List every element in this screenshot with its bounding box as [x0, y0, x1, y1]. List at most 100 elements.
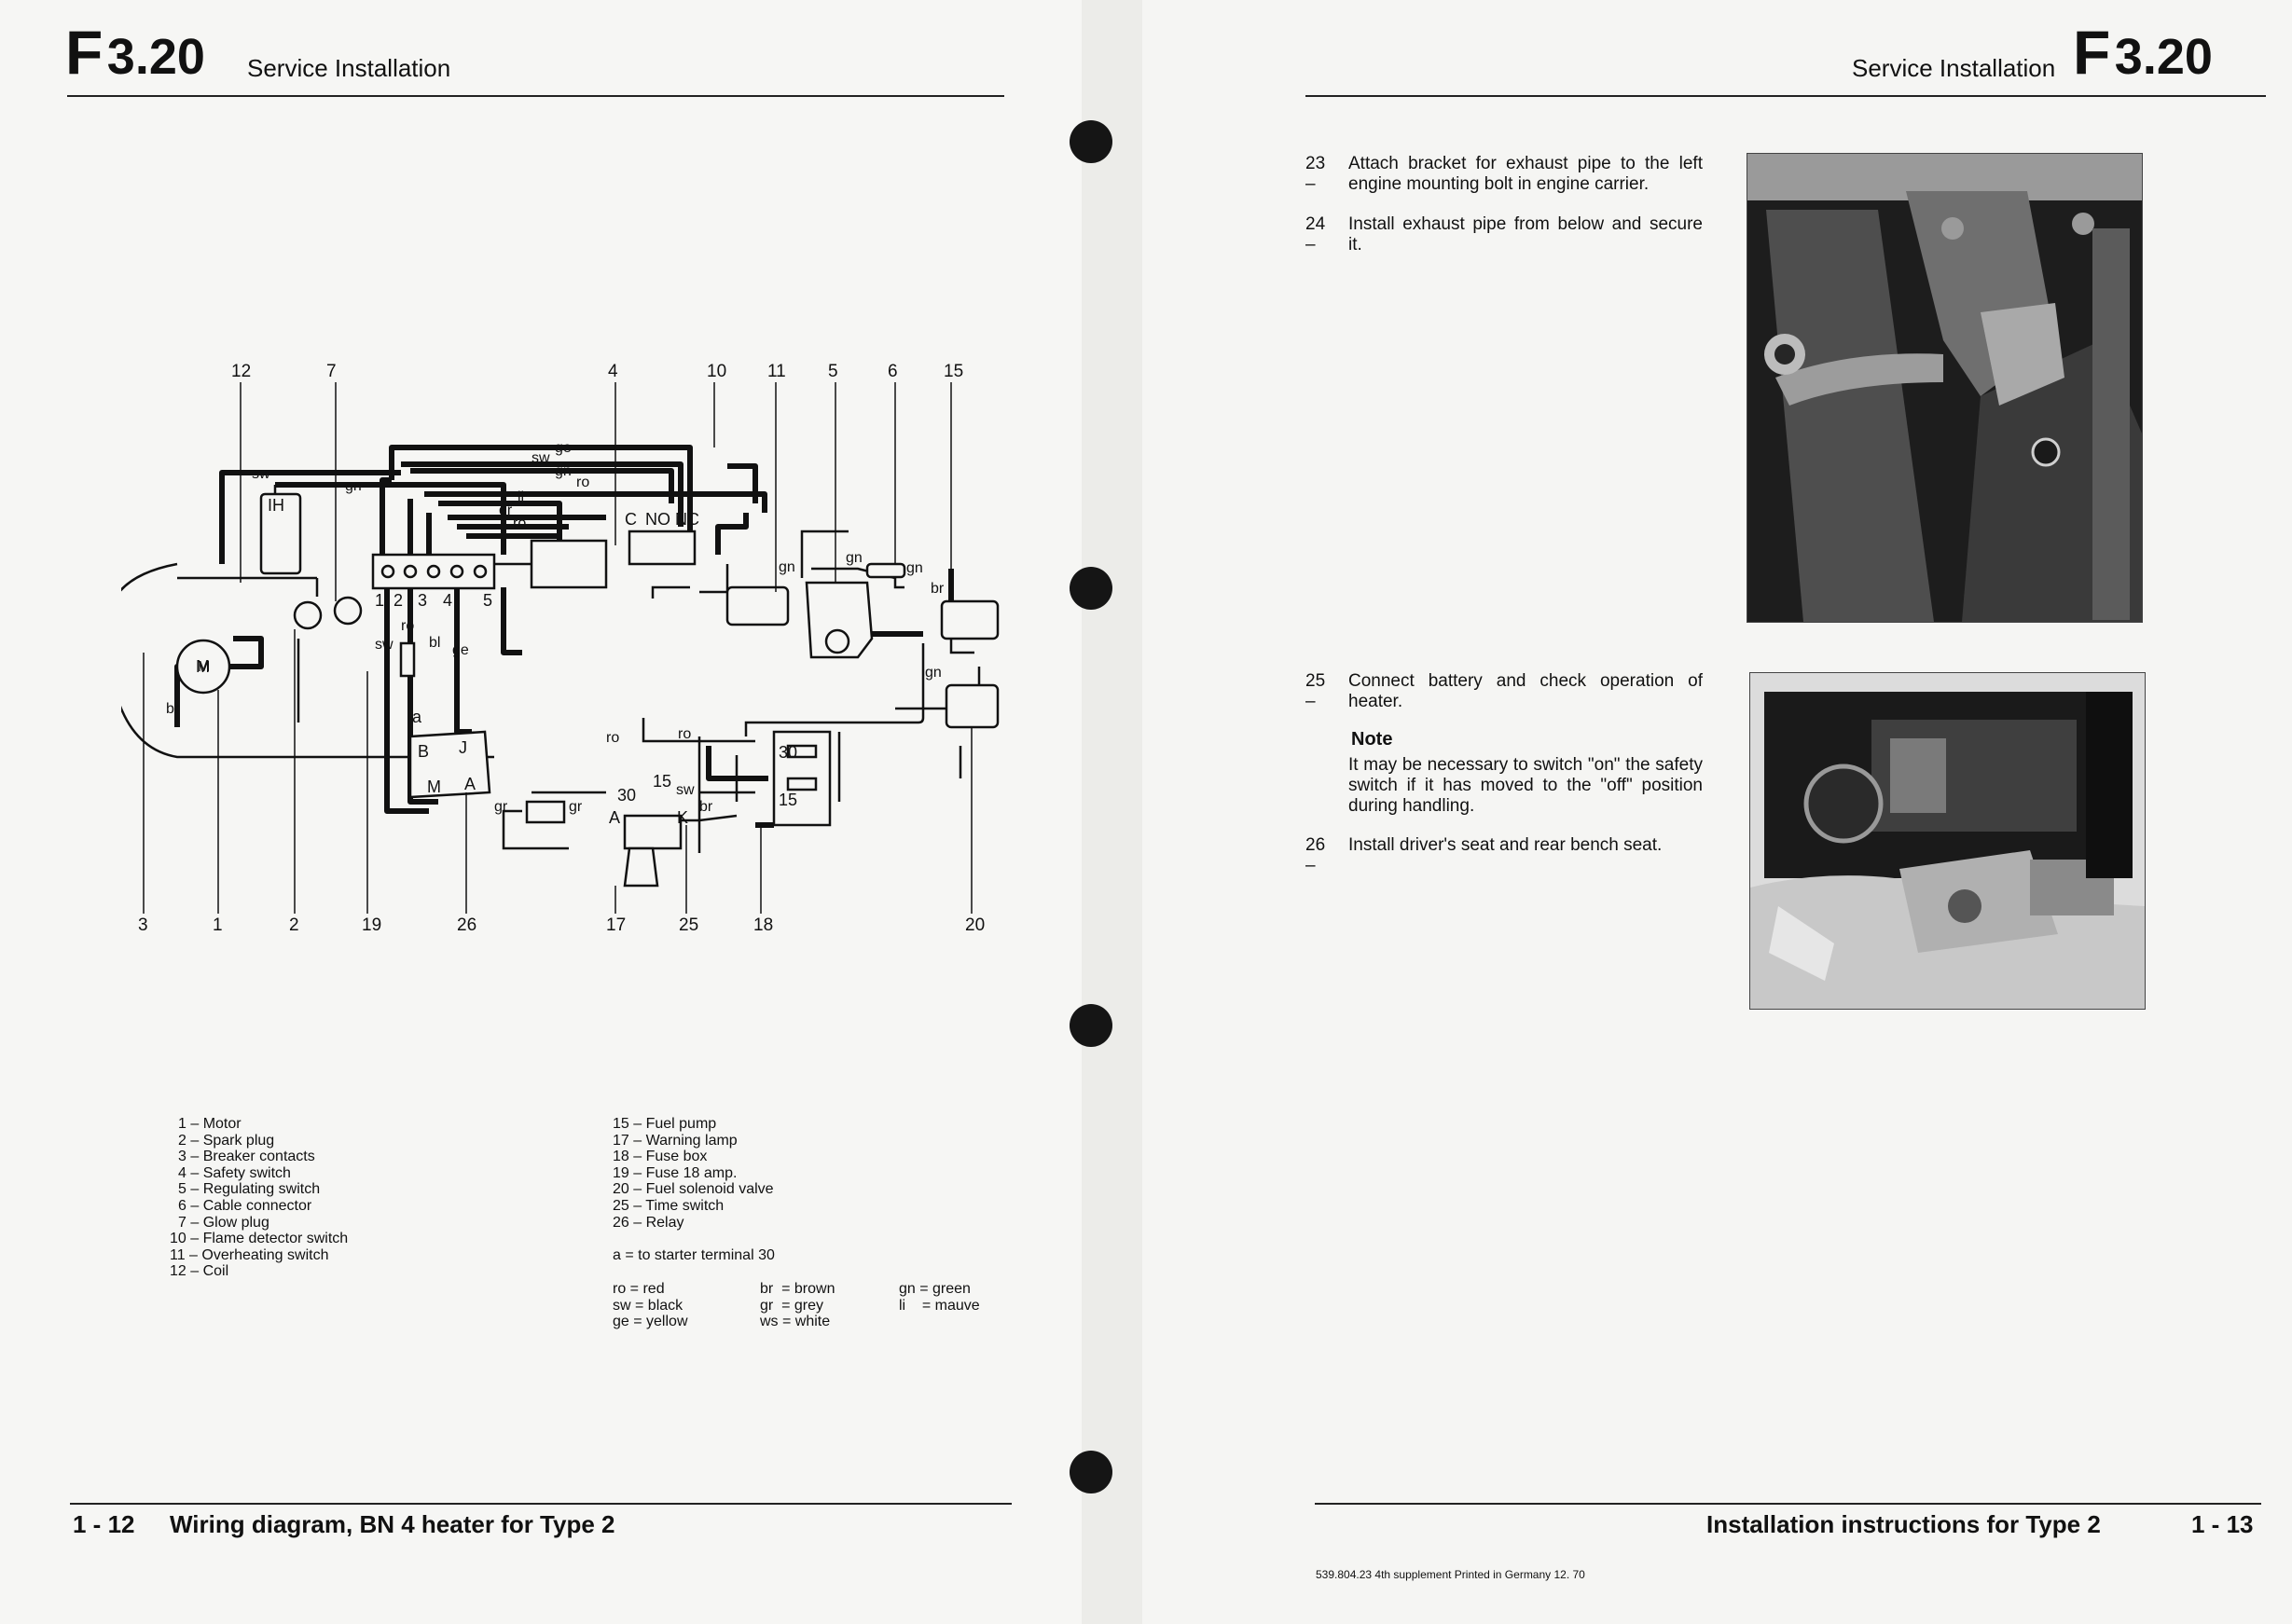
- wire-label: ro: [401, 618, 414, 634]
- color-key: li = mauve: [899, 1297, 980, 1314]
- wire-label: gr: [499, 502, 513, 518]
- component-number: 11: [767, 362, 786, 381]
- legend-item: 5 – Regulating switch: [178, 1181, 321, 1198]
- note-heading: Note: [1351, 729, 1393, 750]
- wire-label: sw: [532, 450, 550, 466]
- note-text: It may be necessary to switch "on" the s…: [1348, 755, 1703, 816]
- component-number: 5: [828, 362, 838, 381]
- legend-item: 6 – Cable connector: [178, 1197, 312, 1214]
- wire-label: sw: [375, 637, 394, 653]
- legend-list-left: 1 – Motor 2 – Spark plug 3 – Breaker con…: [170, 1116, 348, 1280]
- footer-rule: [70, 1503, 1012, 1505]
- component-numbers: 12 7 4 10 11 5 6 15 3 1 2 19 26 17 25 18…: [138, 362, 985, 935]
- wire-label: gn: [906, 560, 923, 576]
- wire-label: br: [931, 581, 945, 597]
- step-number: 25 –: [1305, 671, 1326, 711]
- component-number: 2: [289, 915, 299, 935]
- legend-list-right: 15 – Fuel pump 17 – Warning lamp 18 – Fu…: [613, 1116, 774, 1231]
- step-text: Install driver's seat and rear bench sea…: [1348, 835, 1663, 855]
- terminal-label: 15: [653, 772, 671, 791]
- terminal-label: C: [625, 510, 637, 529]
- color-key: br = brown: [760, 1281, 835, 1297]
- terminal-label: 5: [483, 591, 492, 610]
- step-number: 23 –: [1305, 154, 1326, 194]
- leader-lines: [143, 382, 973, 914]
- legend-item: 2 – Spark plug: [178, 1132, 275, 1149]
- terminal-label: M: [427, 778, 441, 796]
- wire-label: gn: [779, 559, 795, 575]
- left-page: F 3.20 Service Installation: [0, 0, 1082, 1624]
- component-number: 7: [326, 362, 337, 381]
- wire-label: ro: [606, 730, 619, 746]
- binder-hole: [1070, 1004, 1112, 1047]
- terminal-label: A: [464, 775, 476, 793]
- terminal-label: J: [459, 738, 467, 757]
- color-key-col-1: ro = red sw = black ge = yellow: [613, 1281, 688, 1330]
- section-letter: F: [2073, 18, 2111, 87]
- component-number: 15: [944, 362, 963, 381]
- component-number: 4: [608, 362, 618, 381]
- terminal-label: 1: [375, 591, 384, 610]
- wire-label: gr: [569, 799, 583, 815]
- legend-item: 12 – Coil: [170, 1263, 229, 1280]
- page-number: 1 - 12: [73, 1510, 135, 1538]
- wire-label: ro: [576, 475, 589, 490]
- header-rule: [67, 95, 1004, 97]
- legend-item: 17 – Warning lamp: [613, 1132, 738, 1149]
- step-text: Install exhaust pipe from below and secu…: [1348, 214, 1703, 255]
- terminal-label: a: [412, 708, 422, 726]
- legend-item: 19 – Fuse 18 amp.: [613, 1164, 738, 1181]
- terminal-label: NC: [675, 510, 699, 529]
- legend-item: 26 – Relay: [613, 1214, 684, 1231]
- wire-label: ro: [678, 726, 691, 742]
- photo-heater-installed: [1749, 672, 2146, 1010]
- wire-label: li: [518, 489, 524, 505]
- binder-hole: [1070, 567, 1112, 610]
- component-number: 19: [362, 915, 381, 935]
- legend-item: 11 – Overheating switch: [170, 1246, 329, 1263]
- terminal-label: 30: [617, 786, 636, 805]
- terminal-label: 30: [779, 743, 797, 762]
- color-key: gn = green: [899, 1281, 971, 1297]
- wire-label: br: [699, 799, 713, 815]
- component-number: 17: [606, 915, 626, 935]
- section-number: 3.20: [2114, 29, 2213, 85]
- legend-item: 20 – Fuel solenoid valve: [613, 1181, 774, 1198]
- footer-rule: [1315, 1503, 2261, 1505]
- wire-label: gn: [555, 463, 572, 479]
- terminal-label: 4: [443, 591, 452, 610]
- wire-label: sw: [252, 466, 270, 482]
- page-gutter: [1082, 0, 1142, 1624]
- component-number: 25: [679, 915, 698, 935]
- component-number: 18: [753, 915, 773, 935]
- legend-note: a = to starter terminal 30: [613, 1247, 775, 1263]
- section-number: 3.20: [106, 29, 205, 85]
- component-number: 26: [457, 915, 476, 935]
- section-code: F 3.20: [65, 17, 205, 88]
- component-number: 6: [888, 362, 898, 381]
- section-code: F 3.20: [2073, 17, 2213, 88]
- wire-label: ge: [555, 440, 572, 456]
- color-key-col-2: br = brown gr = grey ws = white: [760, 1281, 835, 1330]
- terminal-labels: 1 2 3 4 5 C NO NC 30 15 30 15 A K B J M …: [196, 496, 797, 827]
- color-key: ro = red: [613, 1281, 665, 1297]
- wire-label: ro: [513, 516, 526, 531]
- terminal-label: IH: [268, 496, 284, 515]
- component-number: 20: [965, 915, 985, 935]
- terminal-label: K: [677, 808, 688, 827]
- step-number: 26 –: [1305, 835, 1326, 875]
- component-number: 1: [213, 915, 223, 935]
- photo-exhaust-pipe-bracket: [1747, 153, 2143, 623]
- terminal-label: NO: [645, 510, 670, 529]
- section-letter: F: [65, 18, 104, 87]
- legend-item: 25 – Time switch: [613, 1197, 725, 1214]
- imprint: 539.804.23 4th supplement Printed in Ger…: [1316, 1568, 1585, 1581]
- right-page: Service Installation F 3.20 23 – Attach …: [1142, 0, 2292, 1624]
- wire-label: sw: [676, 782, 695, 798]
- step-text: Attach bracket for exhaust pipe to the l…: [1348, 154, 1703, 194]
- page-title: Service Installation: [247, 54, 451, 82]
- color-key-col-3: gn = green li = mauve: [899, 1281, 980, 1314]
- footer-title: Installation instructions for Type 2: [1706, 1510, 2101, 1538]
- step-number: 24 –: [1305, 214, 1326, 255]
- component-number: 3: [138, 915, 148, 935]
